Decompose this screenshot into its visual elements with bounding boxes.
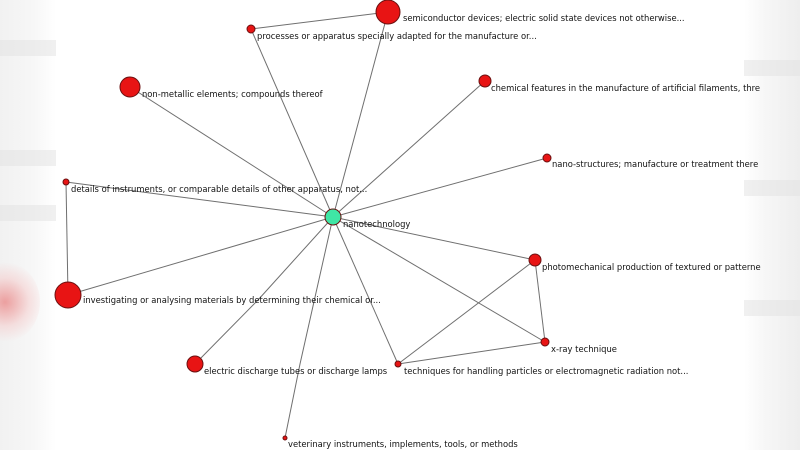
edge-nanotechnology-veterinary xyxy=(284,216,334,439)
edge-nanotechnology-electric-discharge xyxy=(194,216,334,365)
node-label-investigating: investigating or analysing materials by … xyxy=(83,295,381,305)
node-label-chemical-features: chemical features in the manufacture of … xyxy=(491,83,760,93)
node-electric-discharge[interactable] xyxy=(186,355,204,373)
node-label-photomechanical: photomechanical production of textured o… xyxy=(542,262,761,272)
edge-nanotechnology-semiconductor xyxy=(332,11,389,218)
blur-band xyxy=(0,150,56,166)
edge-nanotechnology-investigating xyxy=(67,216,334,296)
edge-techniques-particles-xray xyxy=(397,341,546,365)
edge-photomechanical-xray xyxy=(534,259,546,343)
node-semiconductor[interactable] xyxy=(375,0,401,25)
edges-layer xyxy=(65,11,548,439)
node-nano-structures[interactable] xyxy=(542,153,552,163)
node-label-nanotechnology: nanotechnology xyxy=(343,219,410,229)
node-nanotechnology[interactable] xyxy=(324,208,342,226)
edge-nanotechnology-photomechanical xyxy=(332,216,536,261)
node-photomechanical[interactable] xyxy=(528,253,542,267)
node-nonmetallic[interactable] xyxy=(119,76,141,98)
node-label-veterinary: veterinary instruments, implements, tool… xyxy=(288,439,518,449)
node-chemical-features[interactable] xyxy=(478,74,492,88)
blur-band xyxy=(744,300,800,316)
node-label-techniques-particles: techniques for handling particles or ele… xyxy=(404,366,688,376)
blur-band xyxy=(0,40,56,56)
node-label-nano-structures: nano-structures; manufacture or treatmen… xyxy=(552,159,758,169)
node-label-nonmetallic: non-metallic elements; compounds thereof xyxy=(142,89,324,99)
node-label-semiconductor: semiconductor devices; electric solid st… xyxy=(403,13,685,23)
blur-band xyxy=(744,180,800,196)
edge-nanotechnology-xray xyxy=(332,216,546,343)
labels-layer: nanotechnology semiconductor devices; ele… xyxy=(71,13,761,449)
edge-nanotechnology-processes xyxy=(250,28,334,218)
node-label-xray: x-ray technique xyxy=(551,344,617,354)
node-label-details-instruments: details of instruments, or comparable de… xyxy=(71,184,367,194)
blur-band xyxy=(0,205,56,221)
nodes-layer xyxy=(54,0,552,441)
node-xray[interactable] xyxy=(540,337,550,347)
edge-photomechanical-techniques-particles xyxy=(397,259,536,365)
edge-details-instruments-investigating xyxy=(65,181,69,296)
edge-nanotechnology-nano-structures xyxy=(332,157,548,218)
node-veterinary[interactable] xyxy=(282,435,288,441)
node-label-processes: processes or apparatus specially adapted… xyxy=(257,31,537,41)
node-details-instruments[interactable] xyxy=(62,178,70,186)
blur-band xyxy=(744,60,800,76)
edge-nanotechnology-details-instruments xyxy=(65,181,334,218)
edge-nanotechnology-chemical-features xyxy=(332,80,486,218)
left-margin-blur xyxy=(0,0,56,450)
edge-nanotechnology-nonmetallic xyxy=(129,86,334,218)
edge-nanotechnology-techniques-particles xyxy=(332,216,399,365)
edge-processes-semiconductor xyxy=(250,11,389,30)
right-margin-blur xyxy=(744,0,800,450)
node-techniques-particles[interactable] xyxy=(394,360,402,368)
node-processes[interactable] xyxy=(246,24,256,34)
node-label-electric-discharge: electric discharge tubes or discharge la… xyxy=(204,366,387,376)
node-investigating[interactable] xyxy=(54,281,82,309)
